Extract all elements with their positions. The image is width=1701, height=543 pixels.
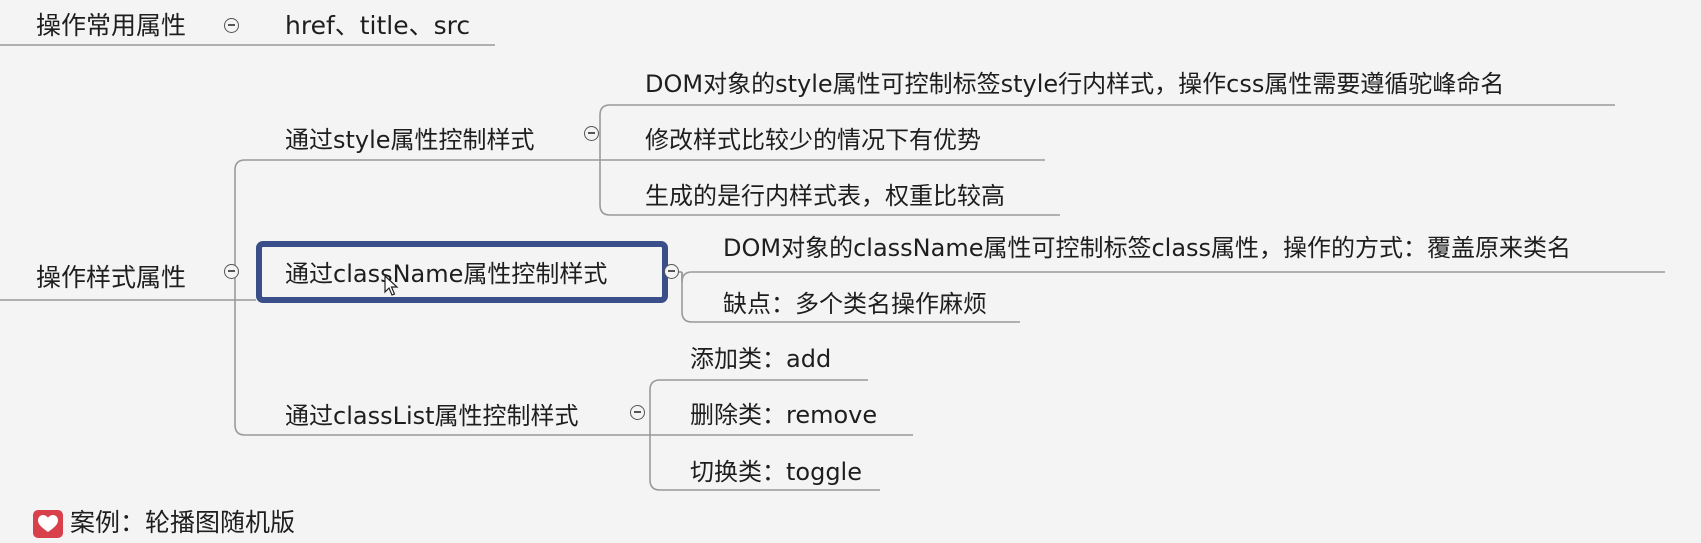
node-classname-item-2[interactable]: 缺点：多个类名操作麻烦 <box>723 290 987 318</box>
node-classlist-branch[interactable]: 通过classList属性控制样式 <box>285 402 579 430</box>
node-style-attrs[interactable]: 操作样式属性 <box>36 263 187 292</box>
node-classname-branch[interactable]: 通过className属性控制样式 <box>285 260 608 288</box>
node-style-item-3[interactable]: 生成的是行内样式表，权重比较高 <box>645 182 1005 210</box>
collapse-toggle-style-attrs[interactable] <box>224 264 239 279</box>
mouse-cursor-icon <box>384 275 399 296</box>
collapse-toggle-classname-branch[interactable] <box>664 264 679 279</box>
node-classlist-item-remove[interactable]: 删除类：remove <box>690 401 878 429</box>
node-common-attrs[interactable]: 操作常用属性 <box>36 11 187 40</box>
node-style-branch[interactable]: 通过style属性控制样式 <box>285 126 535 154</box>
node-style-item-1[interactable]: DOM对象的style属性可控制标签style行内样式，操作css属性需要遵循驼… <box>645 70 1505 98</box>
node-classname-item-1[interactable]: DOM对象的className属性可控制标签class属性，操作的方式：覆盖原来… <box>723 234 1572 262</box>
collapse-toggle-style-branch[interactable] <box>584 126 599 141</box>
collapse-toggle-classlist-branch[interactable] <box>630 405 645 420</box>
node-case[interactable]: 案例：轮播图随机版 <box>70 508 296 537</box>
heart-icon <box>33 510 63 538</box>
node-style-item-2[interactable]: 修改样式比较少的情况下有优势 <box>645 126 981 154</box>
collapse-toggle-common-attrs[interactable] <box>224 18 239 33</box>
node-common-attrs-child[interactable]: href、title、src <box>285 11 471 40</box>
node-classlist-item-add[interactable]: 添加类：add <box>690 345 832 373</box>
node-classlist-item-toggle[interactable]: 切换类：toggle <box>690 458 862 486</box>
